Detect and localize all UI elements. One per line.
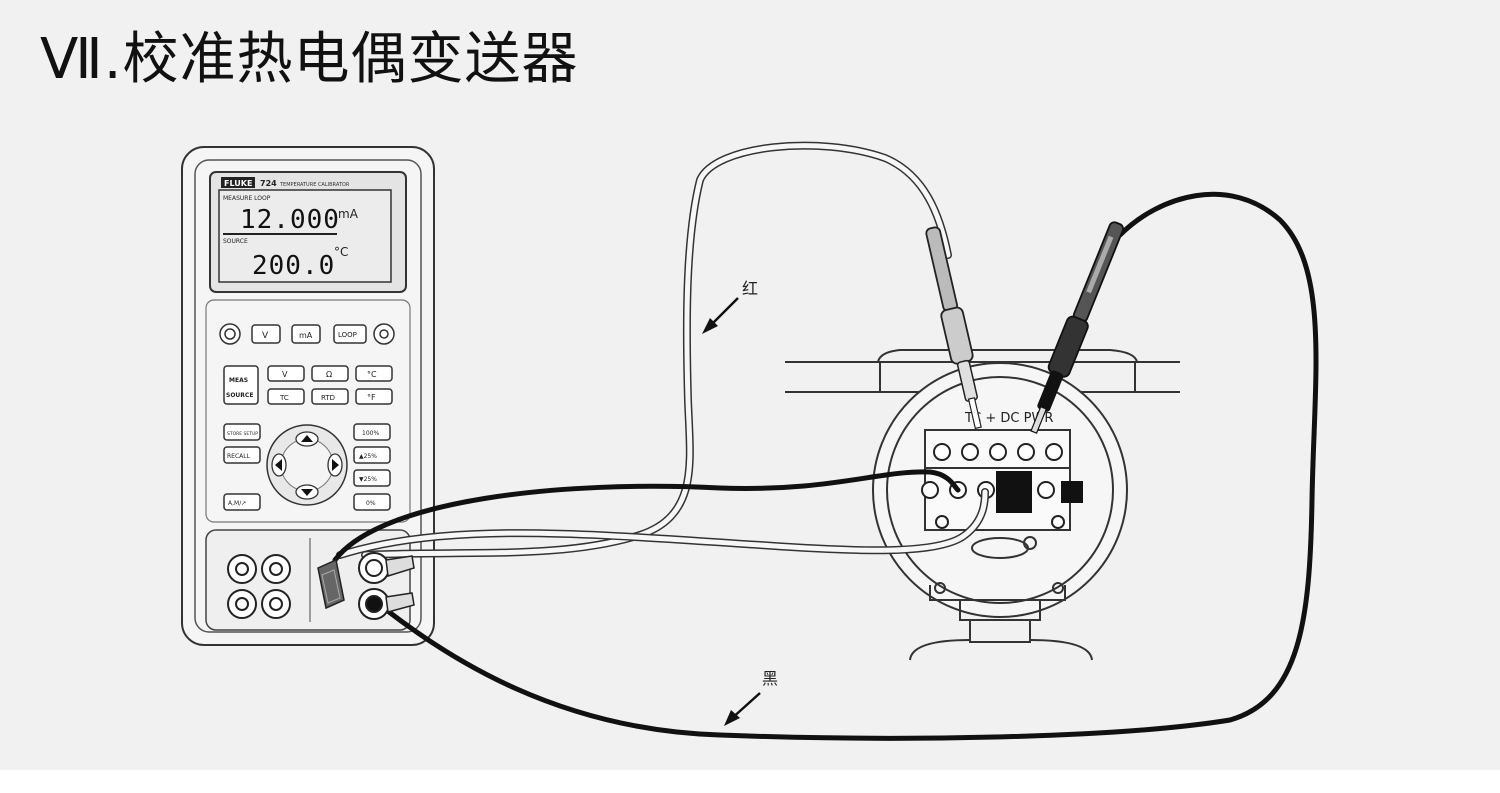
power-button[interactable] — [219, 323, 241, 345]
terminal-label: TC + DC PWR — [964, 411, 1053, 426]
100-percent-button[interactable]: 100% — [353, 423, 391, 441]
black-lead-transmitter — [332, 469, 961, 563]
page-title: Ⅶ.校准热电偶变送器 — [40, 27, 579, 92]
auto-button[interactable]: A,M/↗ — [223, 493, 261, 511]
ohm-label: Ω — [326, 370, 332, 379]
v-source-button[interactable]: V — [267, 365, 305, 382]
ma-button[interactable]: mA — [291, 324, 321, 344]
measure-label: MEASURE LOOP — [223, 195, 271, 202]
recall-label: RECALL — [227, 453, 251, 460]
red-test-probe — [925, 226, 982, 430]
fluke-brand: FLUKE — [224, 179, 252, 188]
degc-button[interactable]: °C — [355, 365, 393, 382]
model-number: 724 — [260, 179, 277, 188]
auto-label: A,M/↗ — [228, 500, 246, 507]
ma-label: mA — [299, 331, 313, 340]
meas-source-button[interactable]: MEAS SOURCE — [223, 365, 259, 405]
meas-label: MEAS — [229, 377, 248, 384]
degf-button[interactable]: °F — [355, 388, 393, 405]
v-measure-label: V — [262, 331, 269, 341]
measure-value: 12.000 — [240, 205, 340, 235]
source-value: 200.0 — [252, 251, 335, 281]
arrow-left-icon[interactable] — [271, 453, 287, 477]
fluke-calibrator — [181, 146, 435, 646]
arrow-up-icon[interactable] — [295, 431, 319, 447]
arrow-right-icon[interactable] — [327, 453, 343, 477]
red-lead-long — [361, 141, 952, 559]
source-btn-label: SOURCE — [226, 392, 253, 399]
v-source-label: V — [282, 370, 288, 379]
source-jack-negative — [358, 588, 415, 620]
source-unit: °C — [334, 245, 348, 259]
black-test-probe — [1030, 221, 1124, 434]
degc-label: °C — [367, 370, 377, 379]
arrow-down-icon[interactable] — [295, 484, 319, 500]
p0-label: 0% — [366, 500, 376, 507]
backlight-button[interactable] — [373, 323, 395, 345]
bottom-band — [0, 770, 1500, 793]
store-setup-button[interactable]: STORE SETUP — [223, 423, 261, 441]
ohm-button[interactable]: Ω — [311, 365, 349, 382]
p25up-label: ▲25% — [359, 453, 377, 460]
fluke-logo — [221, 177, 255, 188]
rtd-label: RTD — [321, 394, 335, 402]
black-wire-arrow-icon — [724, 692, 761, 726]
store-label: STORE SETUP — [227, 431, 258, 437]
black-wire-label: 黑 — [762, 669, 778, 688]
v-measure-button[interactable]: V — [251, 324, 281, 344]
step-up-25-button[interactable]: ▲25% — [353, 446, 391, 464]
0-percent-button[interactable]: 0% — [353, 493, 391, 511]
red-wire-arrow-icon — [702, 297, 739, 334]
degf-label: °F — [367, 393, 376, 402]
rtd-button[interactable]: RTD — [311, 388, 349, 405]
tc-button[interactable]: TC — [267, 388, 305, 405]
recall-button[interactable]: RECALL — [223, 446, 261, 464]
banana-plug-connector — [317, 558, 345, 610]
source-label: SOURCE — [223, 238, 248, 245]
loop-button[interactable]: LOOP — [333, 324, 367, 344]
black-lead-long — [377, 191, 1319, 741]
tc-label: TC — [279, 394, 289, 402]
terminal-screws-top — [933, 443, 1063, 461]
model-description: TEMPERATURE CALIBRATOR — [279, 182, 350, 188]
p100-label: 100% — [362, 430, 379, 437]
loop-label: LOOP — [338, 331, 357, 339]
red-wire-label: 红 — [742, 279, 758, 298]
measure-unit: mA — [338, 207, 359, 221]
p25down-label: ▼25% — [359, 476, 377, 483]
input-jacks-left — [227, 554, 291, 619]
source-jack-positive — [358, 552, 415, 584]
step-down-25-button[interactable]: ▼25% — [353, 469, 391, 487]
